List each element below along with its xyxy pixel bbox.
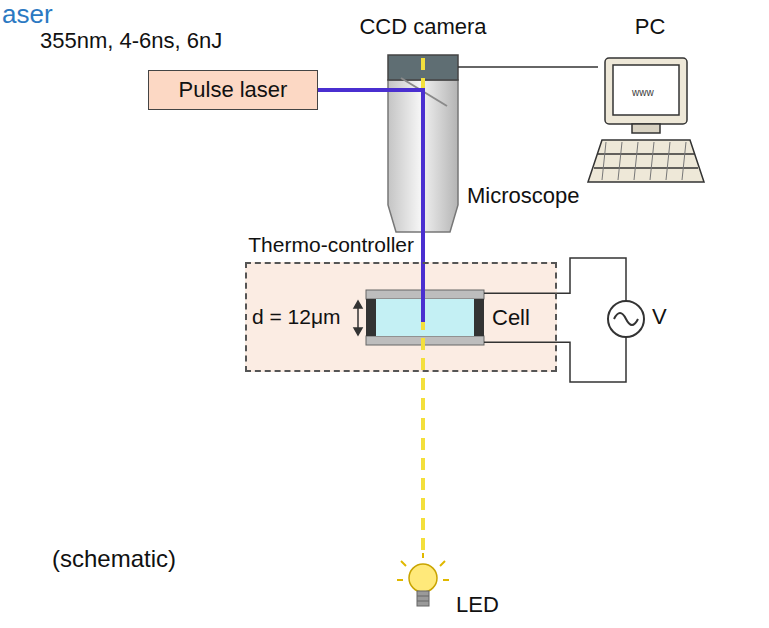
text-holder: PC — [635, 14, 666, 39]
led-block: LED — [398, 552, 448, 610]
ac-source — [608, 301, 644, 337]
annotation: (schematic) — [52, 545, 176, 572]
led-icon — [397, 553, 449, 606]
spacer — [474, 299, 484, 336]
thermo-fill — [245, 262, 557, 372]
electrode-wire — [484, 258, 626, 300]
laser-beam — [386, 90, 423, 322]
node-label: LED — [456, 592, 499, 617]
node-label: Pulse laser — [179, 77, 288, 102]
annotation: d = 12μm — [252, 305, 341, 328]
node-label: V — [652, 304, 667, 329]
node-label: CCD camera — [359, 14, 486, 39]
pc-block: PC — [598, 52, 706, 188]
pc-icon — [588, 58, 704, 182]
node-label: Thermo-controller — [248, 233, 414, 256]
text-holder: www — [632, 82, 654, 100]
text-holder: Cell — [492, 305, 530, 330]
text-holder: Microscope — [467, 183, 579, 208]
laser-beam — [318, 88, 388, 92]
node-label: Cell — [492, 305, 530, 330]
slide-title: aser — [2, 0, 53, 29]
screen-text: www — [632, 87, 654, 98]
text-holder: aser — [2, 0, 53, 30]
electrode-wire — [484, 338, 626, 382]
text-holder: d = 12μm — [252, 305, 341, 329]
spacer — [366, 299, 376, 336]
data-cable — [458, 66, 598, 68]
microscope-block: Microscope — [388, 80, 458, 232]
text-holder: Pulse laser — [149, 71, 317, 109]
text-holder: V — [652, 304, 667, 329]
text-holder: (schematic) — [52, 545, 176, 573]
text-holder: CCD camera — [359, 14, 486, 39]
node-label: Microscope — [467, 183, 579, 208]
camera-block: CCD camera — [388, 55, 458, 80]
ac-source-block: V — [607, 300, 645, 338]
laser-box: Pulse laser — [148, 70, 318, 110]
text-holder: LED — [456, 592, 499, 617]
cell-block: Cell — [366, 288, 484, 347]
text-holder: Thermo-controller — [248, 233, 414, 257]
text-holder: 355nm, 4-6ns, 6nJ — [40, 28, 222, 53]
annotation: 355nm, 4-6ns, 6nJ — [40, 28, 222, 53]
gap-arrow — [354, 301, 362, 335]
node-label: PC — [635, 14, 666, 39]
